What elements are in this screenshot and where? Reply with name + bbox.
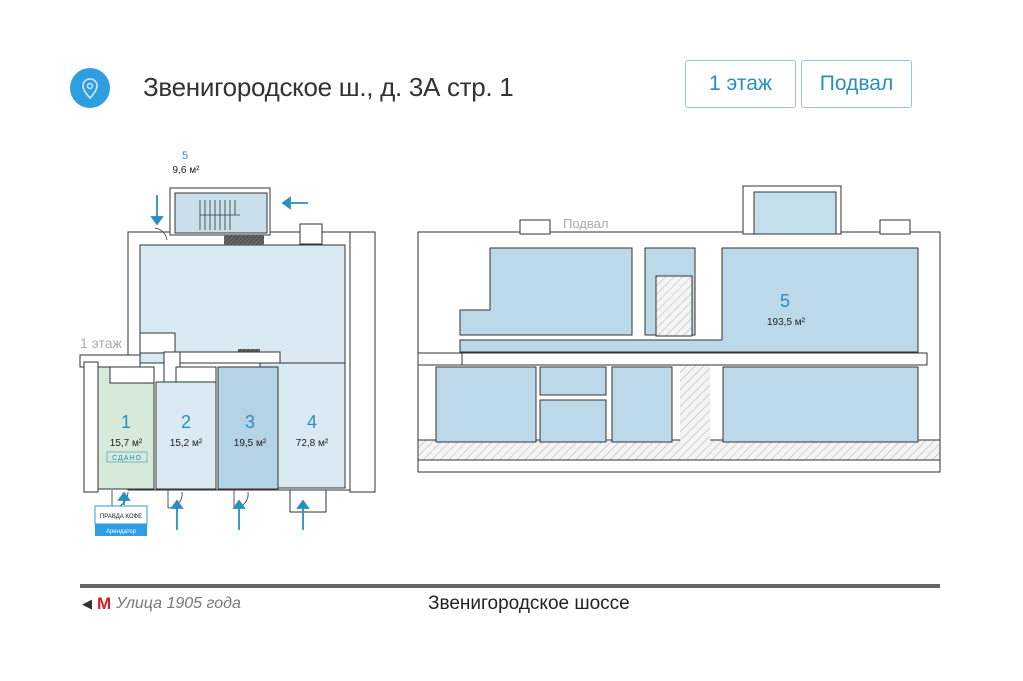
- room-3-number: 3: [245, 412, 255, 432]
- room-1-number: 1: [121, 412, 131, 432]
- tenant-brand: ПРАВДА КОФЕ: [100, 514, 142, 520]
- tenant-logo: ПРАВДА КОФЕ Арендатор: [94, 505, 148, 536]
- basement-room-b[interactable]: [722, 366, 919, 443]
- chevron-left-icon: ◀: [82, 596, 92, 611]
- entrance-arrows: [117, 195, 310, 530]
- map-pin-icon: [70, 68, 110, 108]
- metro-station-name: Улица 1905 года: [116, 595, 241, 612]
- floor-1-button[interactable]: 1 этаж: [685, 60, 796, 108]
- room-5-number: 5: [182, 150, 188, 162]
- basement-button[interactable]: Подвал: [801, 60, 912, 108]
- room-4-area: 72,8 м²: [296, 438, 329, 449]
- room-3[interactable]: [217, 366, 279, 490]
- metro-station: ◀ М Улица 1905 года: [82, 594, 241, 614]
- room-3-area: 19,5 м²: [234, 438, 267, 449]
- road-line: [80, 584, 940, 588]
- room-1-area: 15,7 м²: [110, 438, 143, 449]
- basement-label: Подвал: [563, 216, 608, 231]
- basement-room-area: 193,5 м²: [767, 317, 806, 328]
- room-5-area: 9,6 м²: [173, 165, 201, 176]
- metro-m-icon: М: [97, 594, 112, 613]
- rented-badge: СДАНО: [112, 455, 142, 462]
- room-2-number: 2: [181, 412, 191, 432]
- floor1-plan: 1 этаж: [79, 150, 376, 536]
- basement-room-a[interactable]: [459, 247, 633, 336]
- basement-room-5[interactable]: [459, 247, 919, 353]
- street-name: Звенигородское шоссе: [428, 593, 630, 614]
- basement-room-number: 5: [780, 291, 790, 311]
- room-2-area: 15,2 м²: [170, 438, 203, 449]
- room-1[interactable]: [97, 366, 155, 490]
- basement-plan: Подвал 5 193,5 м²: [417, 185, 941, 473]
- address-title: Звенигородское ш., д. 3А стр. 1: [143, 72, 514, 102]
- tenant-label: Арендатор: [106, 529, 137, 535]
- floor1-label: 1 этаж: [80, 335, 123, 351]
- room-4-number: 4: [307, 412, 317, 432]
- room-5-stair[interactable]: [174, 192, 268, 234]
- room-2[interactable]: [155, 381, 217, 490]
